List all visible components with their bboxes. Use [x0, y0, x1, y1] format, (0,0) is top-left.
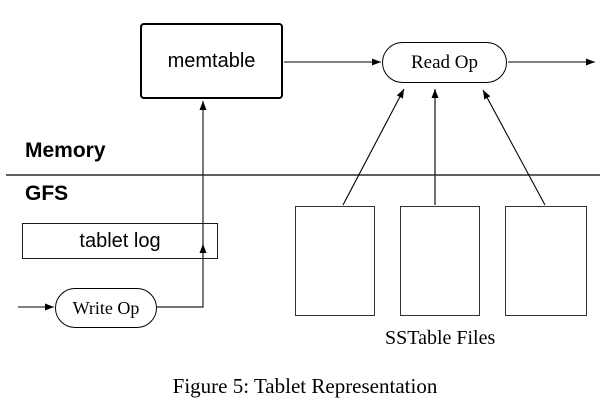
memtable-label: memtable [167, 49, 256, 72]
tablet-log-label: tablet log [79, 229, 161, 252]
sstable-box [400, 206, 480, 316]
write-op-label: Write Op [72, 297, 140, 318]
arrow-sstable-3-to-read-op [482, 89, 546, 206]
read-op-label: Read Op [410, 51, 478, 73]
sstable-files-label: SSTable Files [385, 327, 496, 349]
write-op-node: Write Op [55, 288, 157, 328]
memory-region-label: Memory [25, 139, 106, 162]
read-op-node: Read Op [382, 42, 507, 83]
arrow-sstable-1-to-read-op [342, 88, 405, 206]
sstable-box [295, 206, 375, 316]
memtable-box: memtable [140, 23, 283, 99]
gfs-region-label: GFS [25, 182, 69, 205]
tablet-log-box: tablet log [22, 223, 218, 259]
figure-caption: Figure 5: Tablet Representation [172, 374, 438, 398]
sstable-box [505, 206, 587, 316]
arrow-write-op-to-memtable [157, 101, 207, 308]
